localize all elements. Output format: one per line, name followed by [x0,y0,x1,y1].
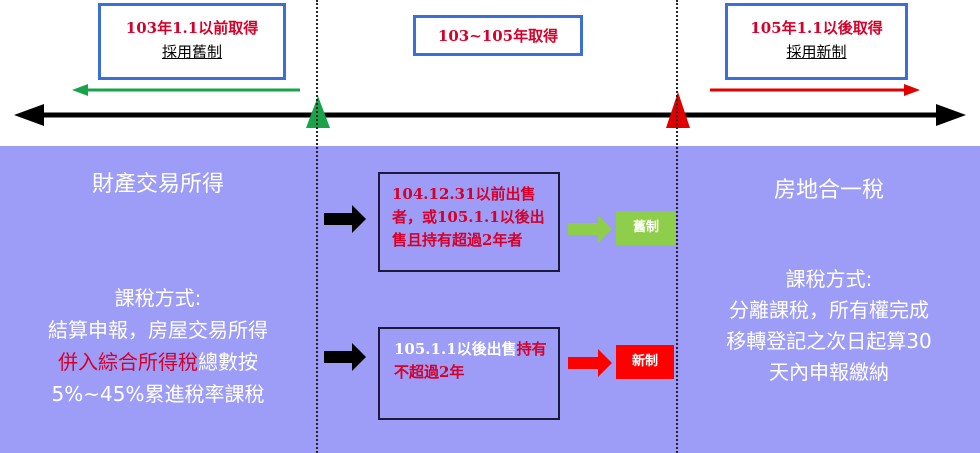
new-system-label: 採用新制 [786,43,847,61]
case2-text: 105.1.1以後出售 [394,340,517,358]
red-triangle-marker-icon [666,92,690,128]
left-panel-title: 財產交易所得 [91,172,224,197]
left-method-line2-rest: 總數按 [198,350,258,374]
case1-text: 104.12.31以前出售者，或105.1.1以後出售且持有超過2年者 [392,185,545,249]
old-system-period: 103年1.1以前取得 [125,19,259,37]
divider-left [316,0,318,453]
case2-text-highlight: 持有不超過2年 [394,340,547,381]
left-method-heading: 課稅方式: [114,286,202,310]
new-system-period: 105年1.1以後取得 [750,19,883,37]
right-panel-title: 房地合一稅 [773,178,884,203]
left-method-line2: 併入綜合所得稅總數按 [0,346,316,378]
green-triangle-marker-icon [306,96,330,128]
old-system-box: 103年1.1以前取得 採用舊制 [98,3,286,80]
case1-arrow-icon [324,205,366,233]
new-system-box: 105年1.1以後取得 採用新制 [725,3,908,80]
left-method-line1: 結算申報，房屋交易所得 [48,318,268,342]
green-arrow-head-icon [72,84,88,96]
right-method-line1: 分離課稅，所有權完成 [729,298,929,322]
new-system-tag: 新制 [616,345,674,379]
timeline-right-arrowhead-icon [936,104,966,126]
case2-arrow-icon [324,343,366,371]
red-arrow-head-icon [904,84,920,96]
old-system-label: 採用舊制 [161,43,222,61]
new-result-arrow-icon [568,349,612,377]
right-panel-method: 課稅方式: 分離課稅，所有權完成 移轉登記之次日起算30 天內申報繳納 [678,264,980,388]
right-method-line2: 移轉登記之次日起算30 [726,329,932,353]
transition-period: 103~105年取得 [437,27,559,45]
case1-box: 104.12.31以前出售者，或105.1.1以後出售且持有超過2年者 [378,172,560,272]
case2-box: 105.1.1以後出售持有不超過2年 [378,327,560,420]
timeline-left-arrowhead-icon [14,104,44,126]
divider-right [676,0,678,453]
right-method-heading: 課稅方式: [785,267,873,291]
old-result-arrow-icon [568,215,612,243]
old-system-tag: 舊制 [616,211,676,245]
left-method-highlight: 併入綜合所得稅 [58,350,198,374]
transition-box: 103~105年取得 [413,15,583,56]
left-panel-method: 課稅方式: 結算申報，房屋交易所得 併入綜合所得稅總數按 5%~45%累進稅率課… [0,282,316,410]
lower-band [0,146,980,453]
left-method-line3: 5%~45%累進稅率課稅 [51,382,265,406]
right-method-line3: 天內申報繳納 [769,360,889,384]
